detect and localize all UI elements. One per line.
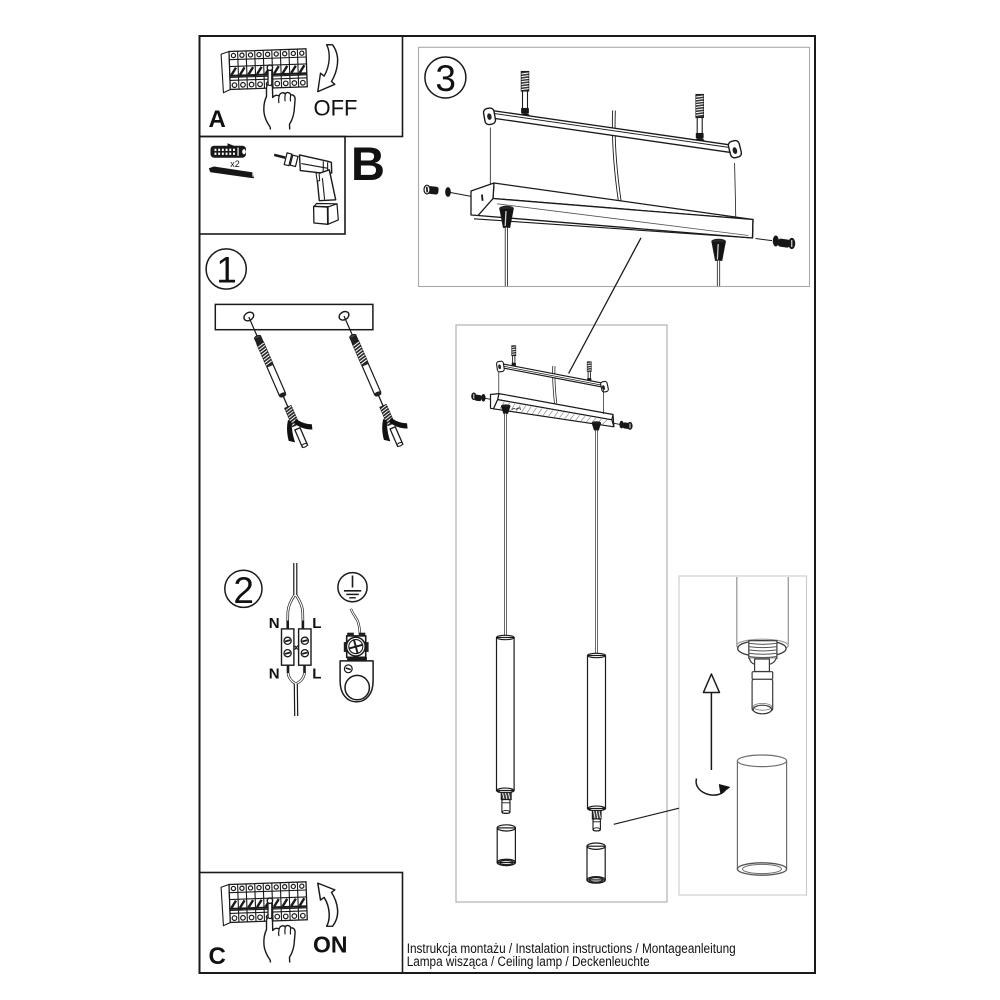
svg-text:3: 3: [435, 58, 456, 99]
svg-text:C: C: [209, 943, 226, 970]
svg-text:ON: ON: [313, 932, 348, 958]
svg-text:1: 1: [216, 250, 237, 291]
svg-text:2: 2: [233, 570, 254, 611]
svg-text:Lampa wisząca / Ceiling lamp /: Lampa wisząca / Ceiling lamp / Deckenleu…: [407, 954, 650, 969]
svg-text:L: L: [312, 666, 321, 683]
svg-text:x2: x2: [230, 159, 240, 169]
svg-text:A: A: [209, 106, 226, 133]
svg-text:N: N: [269, 615, 280, 632]
svg-text:L: L: [312, 615, 321, 632]
svg-text:B: B: [351, 137, 385, 190]
svg-text:OFF: OFF: [314, 96, 358, 121]
svg-text:Instrukcja montażu / Instalati: Instrukcja montażu / Instalation instruc…: [407, 941, 736, 956]
svg-text:N: N: [269, 666, 280, 683]
